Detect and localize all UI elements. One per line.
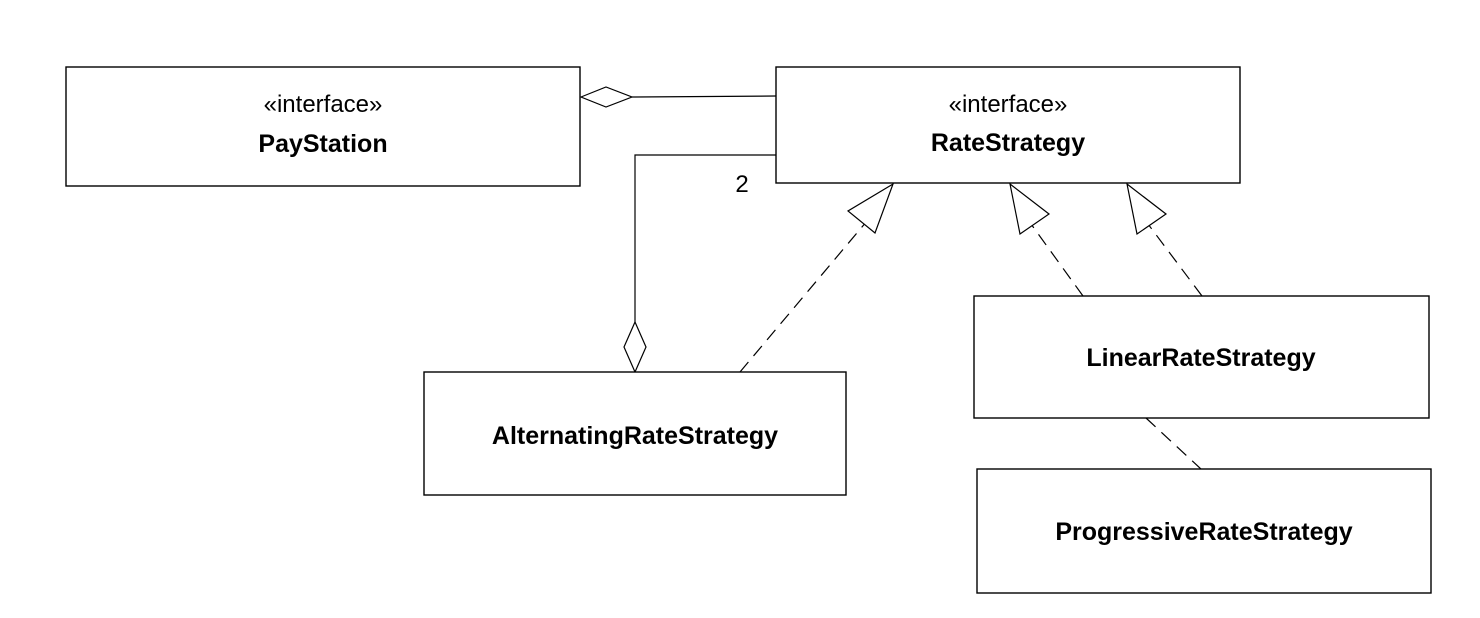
class-box [423,371,847,496]
class-box [65,66,581,187]
realization-line [1030,223,1084,297]
class-box [976,468,1432,594]
dependency-linear-progressive [1145,417,1203,471]
aggregation-diamond [579,86,634,108]
class-alternatingratestrategy[interactable]: AlternatingRateStrategy [423,371,847,496]
class-name: LinearRateStrategy [1086,344,1315,372]
stereotype-label: «interface» [264,91,383,118]
realization-arrowhead [1126,182,1168,236]
aggregation-paystation-ratestrategy [579,86,777,108]
realization-linear-ratestrategy-left [1009,182,1084,297]
realization-linear-ratestrategy-right [1126,182,1203,297]
stereotype-label: «interface» [949,91,1068,118]
class-box [775,66,1241,184]
class-name: AlternatingRateStrategy [492,422,778,450]
class-box [973,295,1430,419]
class-name: PayStation [258,130,387,158]
class-linearratestrategy[interactable]: LinearRateStrategy [973,295,1430,419]
realization-arrowhead [846,182,895,234]
realization-arrowhead [1009,182,1051,236]
aggregation-line [634,154,776,322]
realization-line [1147,223,1203,297]
multiplicity-label: 2 [735,171,748,198]
aggregation-alternating-ratestrategy: 2 [623,154,776,374]
class-name: ProgressiveRateStrategy [1055,518,1352,546]
class-paystation[interactable]: «interface» PayStation [65,66,581,187]
class-progressiveratestrategy[interactable]: ProgressiveRateStrategy [976,468,1432,594]
realization-line [739,220,868,373]
class-ratestrategy[interactable]: «interface» RateStrategy [775,66,1241,184]
aggregation-diamond [623,320,647,374]
class-name: RateStrategy [931,129,1085,157]
aggregation-line [631,95,777,98]
realization-alternating-ratestrategy [739,182,895,373]
